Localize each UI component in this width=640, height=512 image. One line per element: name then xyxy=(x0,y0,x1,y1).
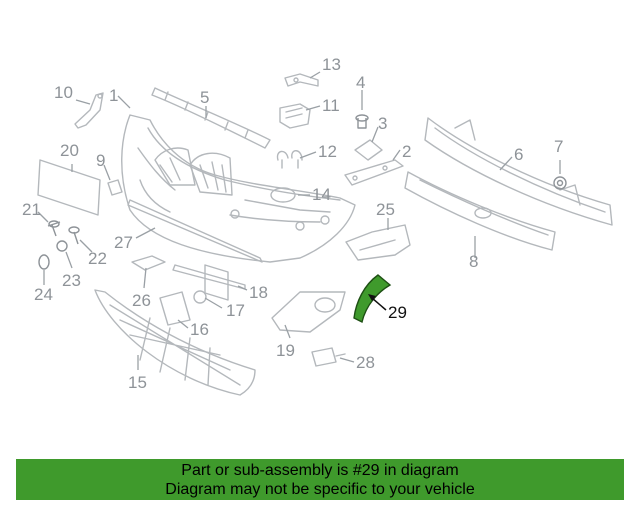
callout-18: 18 xyxy=(249,283,268,302)
part-20-plate-bracket xyxy=(37,159,101,216)
callout-2: 2 xyxy=(402,142,411,161)
callout-4: 4 xyxy=(356,73,365,92)
callout-21: 21 xyxy=(22,200,41,219)
callout-19: 19 xyxy=(276,341,295,360)
callout-14: 14 xyxy=(312,185,331,204)
info-banner: Part or sub-assembly is #29 in diagram D… xyxy=(16,459,624,500)
callout-20: 20 xyxy=(60,141,79,160)
part-26-bracket xyxy=(131,255,166,271)
part-4-bolt xyxy=(355,114,369,129)
callout-8: 8 xyxy=(469,252,478,271)
part-25-air-duct xyxy=(345,224,411,261)
part-8-absorber xyxy=(404,171,556,251)
callout-27: 27 xyxy=(114,233,133,252)
part-21-screw xyxy=(47,220,61,237)
callout-12: 12 xyxy=(318,142,337,161)
callout-13: 13 xyxy=(322,55,341,74)
callout-11: 11 xyxy=(322,96,340,115)
part-27-lower-strip xyxy=(127,199,263,263)
part-23-grommet xyxy=(56,240,68,252)
callout-7: 7 xyxy=(554,137,563,156)
callout-28: 28 xyxy=(356,353,375,372)
callout-17: 17 xyxy=(226,301,245,320)
callout-22: 22 xyxy=(88,249,107,268)
callout-6: 6 xyxy=(514,145,523,164)
part-11-clip xyxy=(279,103,311,129)
part-17-grille xyxy=(193,264,229,304)
callout-9: 9 xyxy=(96,151,105,170)
part-15-lower-grille xyxy=(94,289,256,396)
callout-23: 23 xyxy=(62,271,81,290)
part-10-bracket xyxy=(74,92,104,129)
part-2-bracket xyxy=(344,159,404,186)
part-1-bumper-cover xyxy=(121,114,356,263)
part-14-cap xyxy=(270,187,296,203)
callout-10: 10 xyxy=(54,83,73,102)
callout-26: 26 xyxy=(132,291,151,310)
leader-29 xyxy=(368,294,387,311)
leader-lines xyxy=(37,71,561,370)
callout-29: 29 xyxy=(388,303,407,322)
banner-line-1: Part or sub-assembly is #29 in diagram xyxy=(181,462,459,479)
part-28-sensor xyxy=(311,347,346,367)
callout-1: 1 xyxy=(109,86,118,105)
callout-5: 5 xyxy=(200,88,209,107)
part-24-grommet xyxy=(38,254,50,270)
callout-25: 25 xyxy=(376,200,395,219)
part-19-foglamp-cover xyxy=(271,291,346,333)
part-22-screw xyxy=(68,226,80,245)
part-9-clip xyxy=(107,179,123,196)
part-18-trim xyxy=(172,264,246,290)
part-13-bracket xyxy=(284,73,319,87)
part-12-hose xyxy=(276,150,303,169)
callout-labels: 1 2 3 4 5 6 7 8 9 10 11 12 13 14 15 16 1… xyxy=(22,55,563,392)
callout-16: 16 xyxy=(190,320,209,339)
part-3-plate xyxy=(354,139,383,161)
callout-15: 15 xyxy=(128,373,147,392)
callout-24: 24 xyxy=(34,285,53,304)
callout-3: 3 xyxy=(378,114,387,133)
part-7-nut xyxy=(553,176,567,190)
banner-line-2: Diagram may not be specific to your vehi… xyxy=(165,481,475,498)
part-16-panel xyxy=(159,291,191,326)
part-5-upper-trim xyxy=(151,87,271,149)
part-6-reinforcement xyxy=(424,117,613,226)
